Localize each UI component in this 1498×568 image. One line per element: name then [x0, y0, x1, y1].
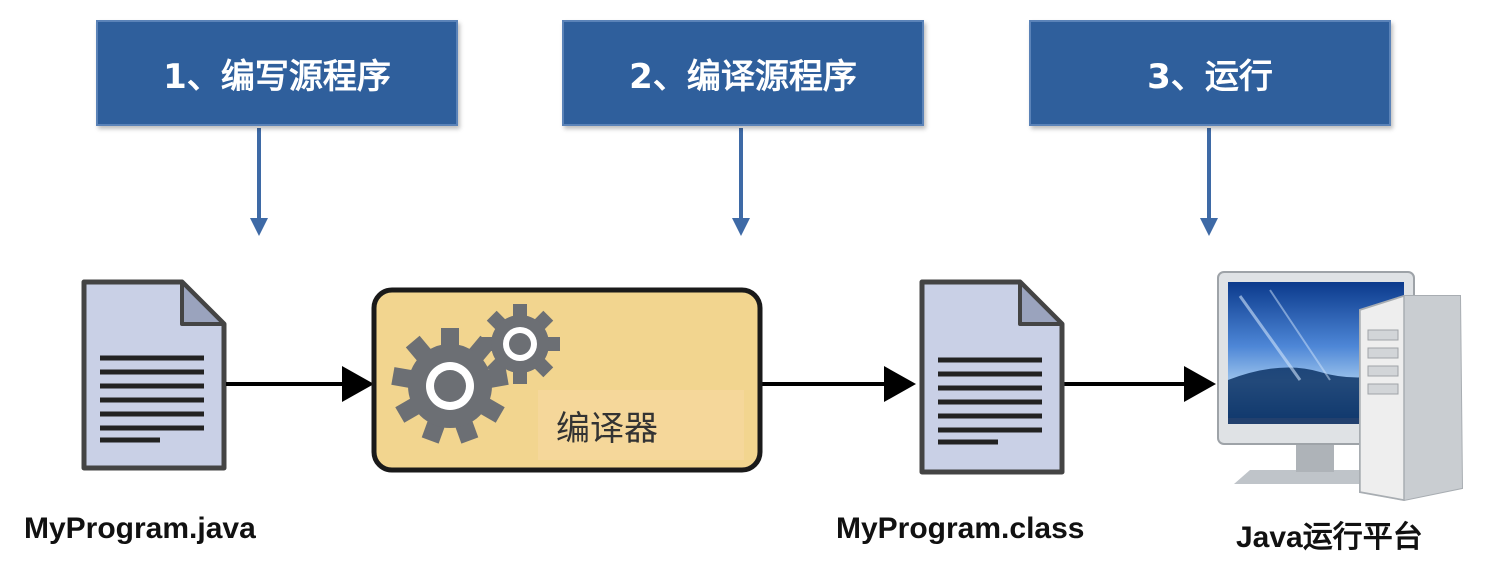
- arrow-compiler-to-class: [760, 366, 916, 402]
- step-compile-source-box: 2、编译源程序: [562, 20, 924, 126]
- step-compile-source-label: 2、编译源程序: [629, 56, 857, 97]
- class-document-icon: [919, 279, 1065, 475]
- step3-arrow: [1200, 128, 1218, 236]
- source-file-caption: MyProgram.java: [24, 512, 256, 545]
- source-document-icon: [81, 279, 227, 471]
- small-gear-icon: [480, 304, 560, 384]
- step-write-source-label: 1、编写源程序: [163, 56, 391, 97]
- compiler-label: 编译器: [538, 390, 744, 460]
- arrow-class-to-runtime: [1064, 366, 1216, 402]
- computer-icon: [1217, 271, 1464, 502]
- step1-arrow: [250, 128, 268, 236]
- class-file-caption: MyProgram.class: [836, 512, 1085, 545]
- step2-arrow: [732, 128, 750, 236]
- arrow-source-to-compiler: [226, 366, 374, 402]
- runtime-platform-caption: Java运行平台: [1236, 521, 1423, 554]
- step-run-label: 3、运行: [1147, 56, 1273, 97]
- step-write-source-box: 1、编写源程序: [96, 20, 458, 126]
- step-run-box: 3、运行: [1029, 20, 1391, 126]
